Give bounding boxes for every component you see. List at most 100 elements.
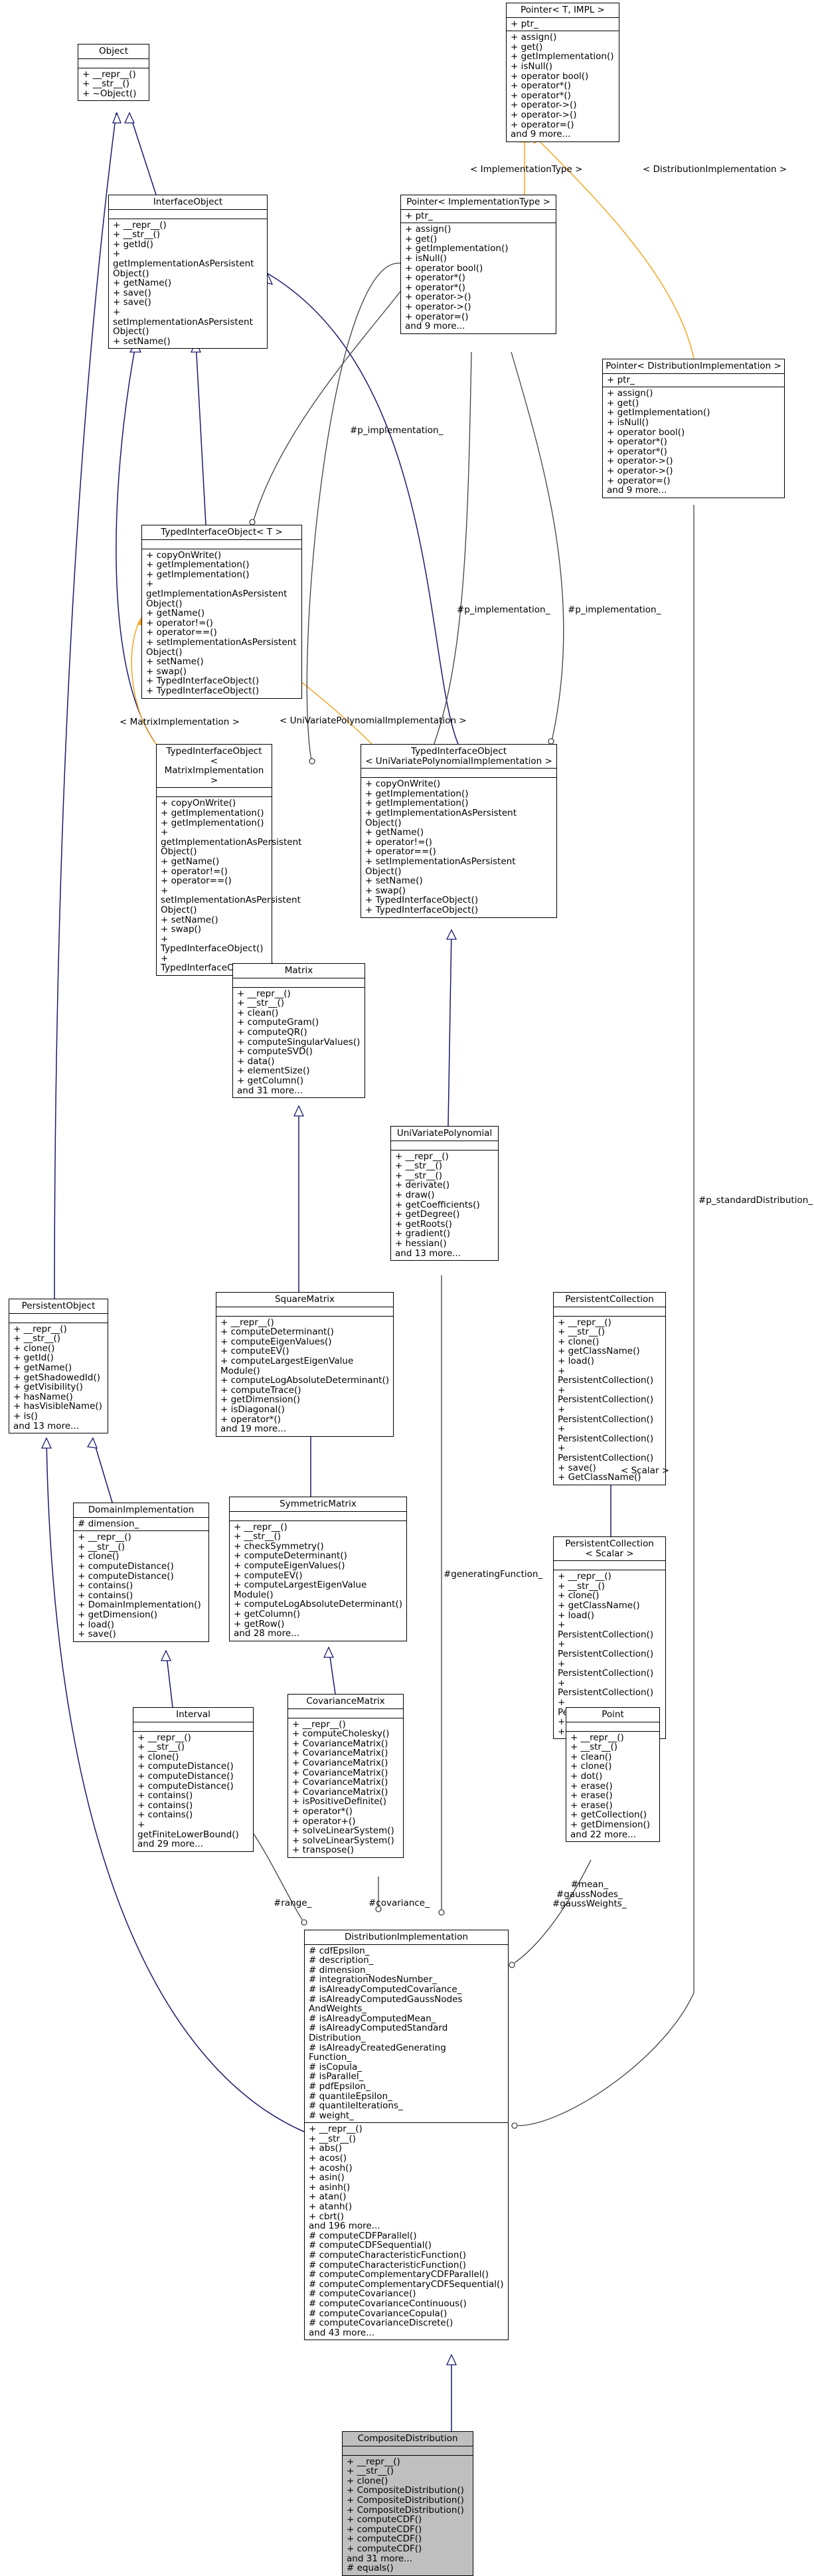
class-member: + abs()	[309, 2143, 343, 2154]
edge-label-p-implementation: #p_implementation_	[350, 425, 444, 436]
class-title: DomainImplementation	[88, 1505, 195, 1515]
class-member: + __repr__()	[78, 1532, 131, 1543]
class-member: + PersistentCollection()	[558, 1384, 654, 1406]
class-member: + computeDistance()	[78, 1560, 174, 1572]
edge-label-implementationtype: < ImplementationType >	[470, 164, 583, 175]
class-member: and 9 more...	[511, 129, 571, 140]
class-point[interactable]: Point + __repr__()+ __str__()+ clean()+ …	[566, 1707, 660, 1843]
edge-label-generatingfunction: #generatingFunction_	[444, 1569, 543, 1580]
class-domainimplementation[interactable]: DomainImplementation # dimension_ + __re…	[73, 1503, 209, 1642]
class-interfaceobject[interactable]: InterfaceObject + __repr__()+ __str__()+…	[108, 195, 268, 349]
class-member: + computeLogAbsoluteDeterminant()	[220, 1375, 390, 1386]
class-member: + PersistentCollection()	[558, 1677, 654, 1699]
class-member: + getImplementation()	[146, 569, 250, 580]
class-compositedistribution[interactable]: CompositeDistribution + __repr__()+ __st…	[342, 2431, 473, 2576]
class-member: + isDiagonal()	[220, 1404, 285, 1415]
class-title: TypedInterfaceObject < MatrixImplementat…	[164, 746, 264, 786]
class-member: + asin()	[309, 2172, 345, 2183]
class-typedinterfaceobject-t[interactable]: TypedInterfaceObject< T > + copyOnWrite(…	[141, 525, 302, 699]
class-member: and 31 more...	[237, 1085, 303, 1096]
class-member: + dot()	[570, 1770, 603, 1782]
class-persistentcollection[interactable]: PersistentCollection + __repr__()+ __str…	[553, 1292, 666, 1485]
class-member: and 22 more...	[570, 1829, 637, 1840]
class-member: + operator bool()	[607, 426, 685, 438]
class-title: CompositeDistribution	[357, 2433, 458, 2444]
class-member: + contains()	[137, 1809, 193, 1821]
class-pointer-distributionimplementation[interactable]: Pointer< DistributionImplementation > + …	[602, 359, 785, 498]
edge-label-range: #range_	[274, 1898, 312, 1908]
edge-label-covariance: #covariance_	[368, 1898, 430, 1908]
class-attrs	[233, 977, 365, 987]
class-member: + elementSize()	[237, 1065, 310, 1077]
class-member: + __repr__()	[347, 2456, 400, 2467]
class-member: + ptr_	[511, 18, 538, 29]
class-member: # computeCovariance()	[309, 2288, 416, 2300]
class-methods: + __repr__()+ computeDeterminant()+ comp…	[216, 1315, 393, 1436]
class-member: + atan()	[309, 2191, 347, 2203]
class-member: + operator==()	[146, 627, 217, 638]
class-member: + atanh()	[309, 2201, 353, 2213]
class-member: + getName()	[113, 278, 172, 289]
class-member: + operator bool()	[511, 70, 589, 82]
class-methods: + copyOnWrite()+ getImplementation()+ ge…	[361, 777, 556, 917]
class-pointer-implementationtype[interactable]: Pointer< ImplementationType > + ptr_ + a…	[400, 195, 556, 334]
class-member: + getColumn()	[234, 1608, 301, 1619]
class-member: + operator*()	[405, 272, 465, 284]
class-covariancematrix[interactable]: CovarianceMatrix + __repr__()+ computeCh…	[287, 1694, 404, 1858]
class-member: + __str__()	[13, 1333, 61, 1344]
class-member: + PersistentCollection()	[558, 1619, 654, 1640]
class-member: + operator*()	[511, 80, 571, 92]
class-persistentobject[interactable]: PersistentObject + __repr__()+ __str__()…	[9, 1299, 108, 1434]
class-distributionimplementation[interactable]: DistributionImplementation # cdfEpsilon_…	[304, 1930, 509, 2341]
class-title: CovarianceMatrix	[306, 1696, 385, 1706]
class-attrs	[554, 1560, 665, 1570]
class-title: DistributionImplementation	[345, 1932, 468, 1942]
class-methods: + __repr__()+ __str__()+ clone()+ getCla…	[554, 1315, 665, 1485]
class-member: + draw()	[395, 1189, 435, 1200]
class-member: + operator->()	[511, 109, 577, 120]
class-member: # computeCharacteristicFunction()	[309, 2259, 467, 2270]
class-persistentcollection-scalar[interactable]: PersistentCollection < Scalar > + __repr…	[553, 1536, 666, 1740]
class-member: + transpose()	[292, 1845, 355, 1856]
class-member: # quantileIterations_	[309, 2100, 403, 2112]
class-member: + getImplementationAsPersistent Object()	[113, 248, 254, 279]
class-member: # isAlreadyComputedStandard Distribution…	[309, 2023, 448, 2043]
class-member: + setImplementationAsPersistent Object()	[146, 636, 297, 658]
class-interval[interactable]: Interval + __repr__()+ __str__()+ clone(…	[133, 1707, 254, 1852]
class-member: + TypedInterfaceObject()	[161, 933, 264, 955]
class-member: + getFiniteLowerBound()	[137, 1819, 239, 1840]
class-squarematrix[interactable]: SquareMatrix + __repr__()+ computeDeterm…	[216, 1292, 394, 1437]
class-member: # computeComplementaryCDFParallel()	[309, 2269, 489, 2280]
class-member: + getVisibility()	[13, 1382, 83, 1393]
class-member: + computeDistance()	[137, 1761, 234, 1772]
class-member: # isAlreadyComputedCovariance_	[309, 1983, 462, 1995]
class-member: + computeDistance()	[78, 1570, 174, 1582]
class-typedinterfaceobject-polynomial[interactable]: TypedInterfaceObject < UniVariatePolynom…	[361, 744, 557, 918]
class-member: + data()	[237, 1056, 275, 1067]
edge-typed-poly-interfaceobject	[265, 272, 459, 745]
class-member: + PersistentCollection()	[558, 1658, 654, 1679]
class-member: + __str__()	[558, 1327, 606, 1338]
class-attrs	[361, 768, 556, 777]
edge-domain-persistent	[92, 1437, 114, 1505]
class-symmetricmatrix[interactable]: SymmetricMatrix + __repr__()+ __str__()+…	[229, 1497, 407, 1641]
class-member: + getCollection()	[570, 1809, 647, 1821]
class-attrs: + ptr_	[507, 17, 619, 31]
class-title: SquareMatrix	[274, 1294, 335, 1305]
class-univariatepolynomial[interactable]: UniVariatePolynomial + __repr__()+ __str…	[390, 1126, 499, 1261]
class-member: + __repr__()	[570, 1732, 624, 1743]
class-object[interactable]: Object + __repr__()+ __str__()+ ~Object(…	[78, 44, 149, 102]
usage-edges	[238, 262, 694, 2126]
class-pointer-t-impl[interactable]: Pointer< T, IMPL > + ptr_ + assign()+ ge…	[506, 3, 619, 142]
class-member: + getImplementation()	[511, 51, 614, 62]
class-member: + getImplementation()	[405, 243, 509, 254]
class-attrs	[78, 58, 149, 68]
class-member: # computeCharacteristicFunction()	[309, 2250, 467, 2260]
class-matrix[interactable]: Matrix + __repr__()+ __str__()+ clean()+…	[232, 963, 365, 1099]
class-member: + clone()	[570, 1761, 612, 1772]
class-methods: + assign()+ get()+ getImplementation()+ …	[507, 31, 619, 141]
class-member: and 13 more...	[395, 1247, 461, 1259]
class-member: and 13 more...	[13, 1420, 80, 1431]
class-typedinterfaceobject-matrix[interactable]: TypedInterfaceObject < MatrixImplementat…	[156, 744, 301, 976]
class-member: + computeGram()	[237, 1017, 319, 1028]
